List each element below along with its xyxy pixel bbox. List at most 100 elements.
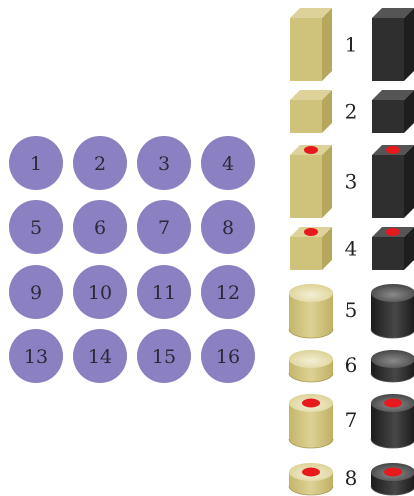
piece-front-face <box>290 18 322 81</box>
piece-body <box>289 293 333 338</box>
piece-label: 8 <box>345 466 358 490</box>
board-slot: 4 <box>201 136 255 190</box>
piece-side-face <box>404 90 414 133</box>
piece-row: 4 <box>290 227 414 270</box>
board-slot: 12 <box>201 265 255 319</box>
piece-light <box>290 8 332 81</box>
piece-front-face <box>372 237 404 270</box>
board-slot: 6 <box>73 200 127 254</box>
piece-hole <box>384 398 402 408</box>
piece-light <box>288 394 334 449</box>
piece-side-face <box>404 8 414 81</box>
piece-side-face <box>404 227 414 270</box>
board-slot-circle <box>9 200 63 254</box>
piece-light <box>288 463 334 496</box>
piece-side-face <box>322 8 332 81</box>
piece-light <box>290 145 332 218</box>
board-slot-label: 6 <box>94 217 106 239</box>
board-slot-circle <box>201 329 255 383</box>
piece-label: 1 <box>345 33 358 57</box>
board-slot: 15 <box>137 329 191 383</box>
piece-row: 2 <box>290 90 414 133</box>
piece-dark <box>370 350 414 383</box>
board-slot: 14 <box>73 329 127 383</box>
board-slot-label: 16 <box>216 346 240 368</box>
piece-dark <box>370 284 414 339</box>
piece-dark <box>370 463 414 496</box>
piece-light <box>290 90 332 133</box>
piece-side-face <box>322 90 332 133</box>
piece-row: 7 <box>288 394 414 449</box>
board-slot: 16 <box>201 329 255 383</box>
board-slot: 5 <box>9 200 63 254</box>
piece-label: 7 <box>345 408 358 432</box>
board-slot: 7 <box>137 200 191 254</box>
piece-hole <box>302 467 320 477</box>
piece-body <box>371 403 414 448</box>
piece-top-face <box>290 8 332 18</box>
piece-hole <box>304 146 318 154</box>
piece-dark <box>370 394 414 449</box>
board-slot-label: 11 <box>152 282 176 304</box>
board-slot: 1 <box>9 136 63 190</box>
board-slot: 8 <box>201 200 255 254</box>
board-slot-circle <box>9 136 63 190</box>
piece-hole <box>302 398 320 408</box>
piece-rim <box>370 438 414 449</box>
piece-row: 6 <box>288 350 414 383</box>
board-slot-label: 15 <box>152 346 176 368</box>
piece-top-face <box>372 90 414 100</box>
piece-rim <box>288 328 334 339</box>
piece-front-face <box>372 155 404 218</box>
board-slot-circle <box>201 265 255 319</box>
piece-row: 5 <box>288 284 414 339</box>
piece-hole <box>304 228 318 236</box>
piece-hole <box>386 228 400 236</box>
piece-top-face <box>290 90 332 100</box>
piece-front-face <box>290 100 322 133</box>
piece-light <box>288 284 334 339</box>
piece-row: 8 <box>288 463 414 496</box>
piece-side-face <box>322 227 332 270</box>
piece-dark <box>372 8 414 81</box>
board-slot-label: 4 <box>222 153 234 175</box>
piece-row: 3 <box>290 145 414 218</box>
board-slot: 10 <box>73 265 127 319</box>
board-slot-circle <box>137 329 191 383</box>
board-slot-label: 5 <box>30 217 42 239</box>
piece-label: 5 <box>345 298 358 322</box>
board-slot-label: 7 <box>158 217 170 239</box>
piece-dark <box>372 227 414 270</box>
board-slot-label: 8 <box>222 217 234 239</box>
piece-rim <box>288 438 334 449</box>
piece-body <box>371 293 414 338</box>
piece-dark <box>372 90 414 133</box>
board-slot-circle <box>137 200 191 254</box>
board-slot: 13 <box>9 329 63 383</box>
piece-label: 6 <box>345 353 358 377</box>
board-slot-label: 2 <box>94 153 106 175</box>
board-slot-circle <box>201 200 255 254</box>
piece-label: 3 <box>345 170 358 194</box>
board-slot-label: 14 <box>88 346 112 368</box>
board-slot-label: 12 <box>216 282 240 304</box>
pieces-legend: 1 2 3 4 5 6 7 8 <box>288 8 414 496</box>
piece-rim <box>370 372 414 383</box>
piece-dark <box>372 145 414 218</box>
piece-rim <box>288 372 334 383</box>
piece-front-face <box>290 237 322 270</box>
board-slot: 3 <box>137 136 191 190</box>
piece-top-face <box>371 284 414 302</box>
piece-front-face <box>372 100 404 133</box>
board-slot: 9 <box>9 265 63 319</box>
board-slot-circle <box>73 136 127 190</box>
board-slot-circle <box>137 136 191 190</box>
board-slot-circle <box>137 265 191 319</box>
board-slot-circle <box>73 265 127 319</box>
piece-side-face <box>322 145 332 218</box>
piece-light <box>290 227 332 270</box>
board-slot-circle <box>73 329 127 383</box>
piece-label: 2 <box>345 100 358 124</box>
